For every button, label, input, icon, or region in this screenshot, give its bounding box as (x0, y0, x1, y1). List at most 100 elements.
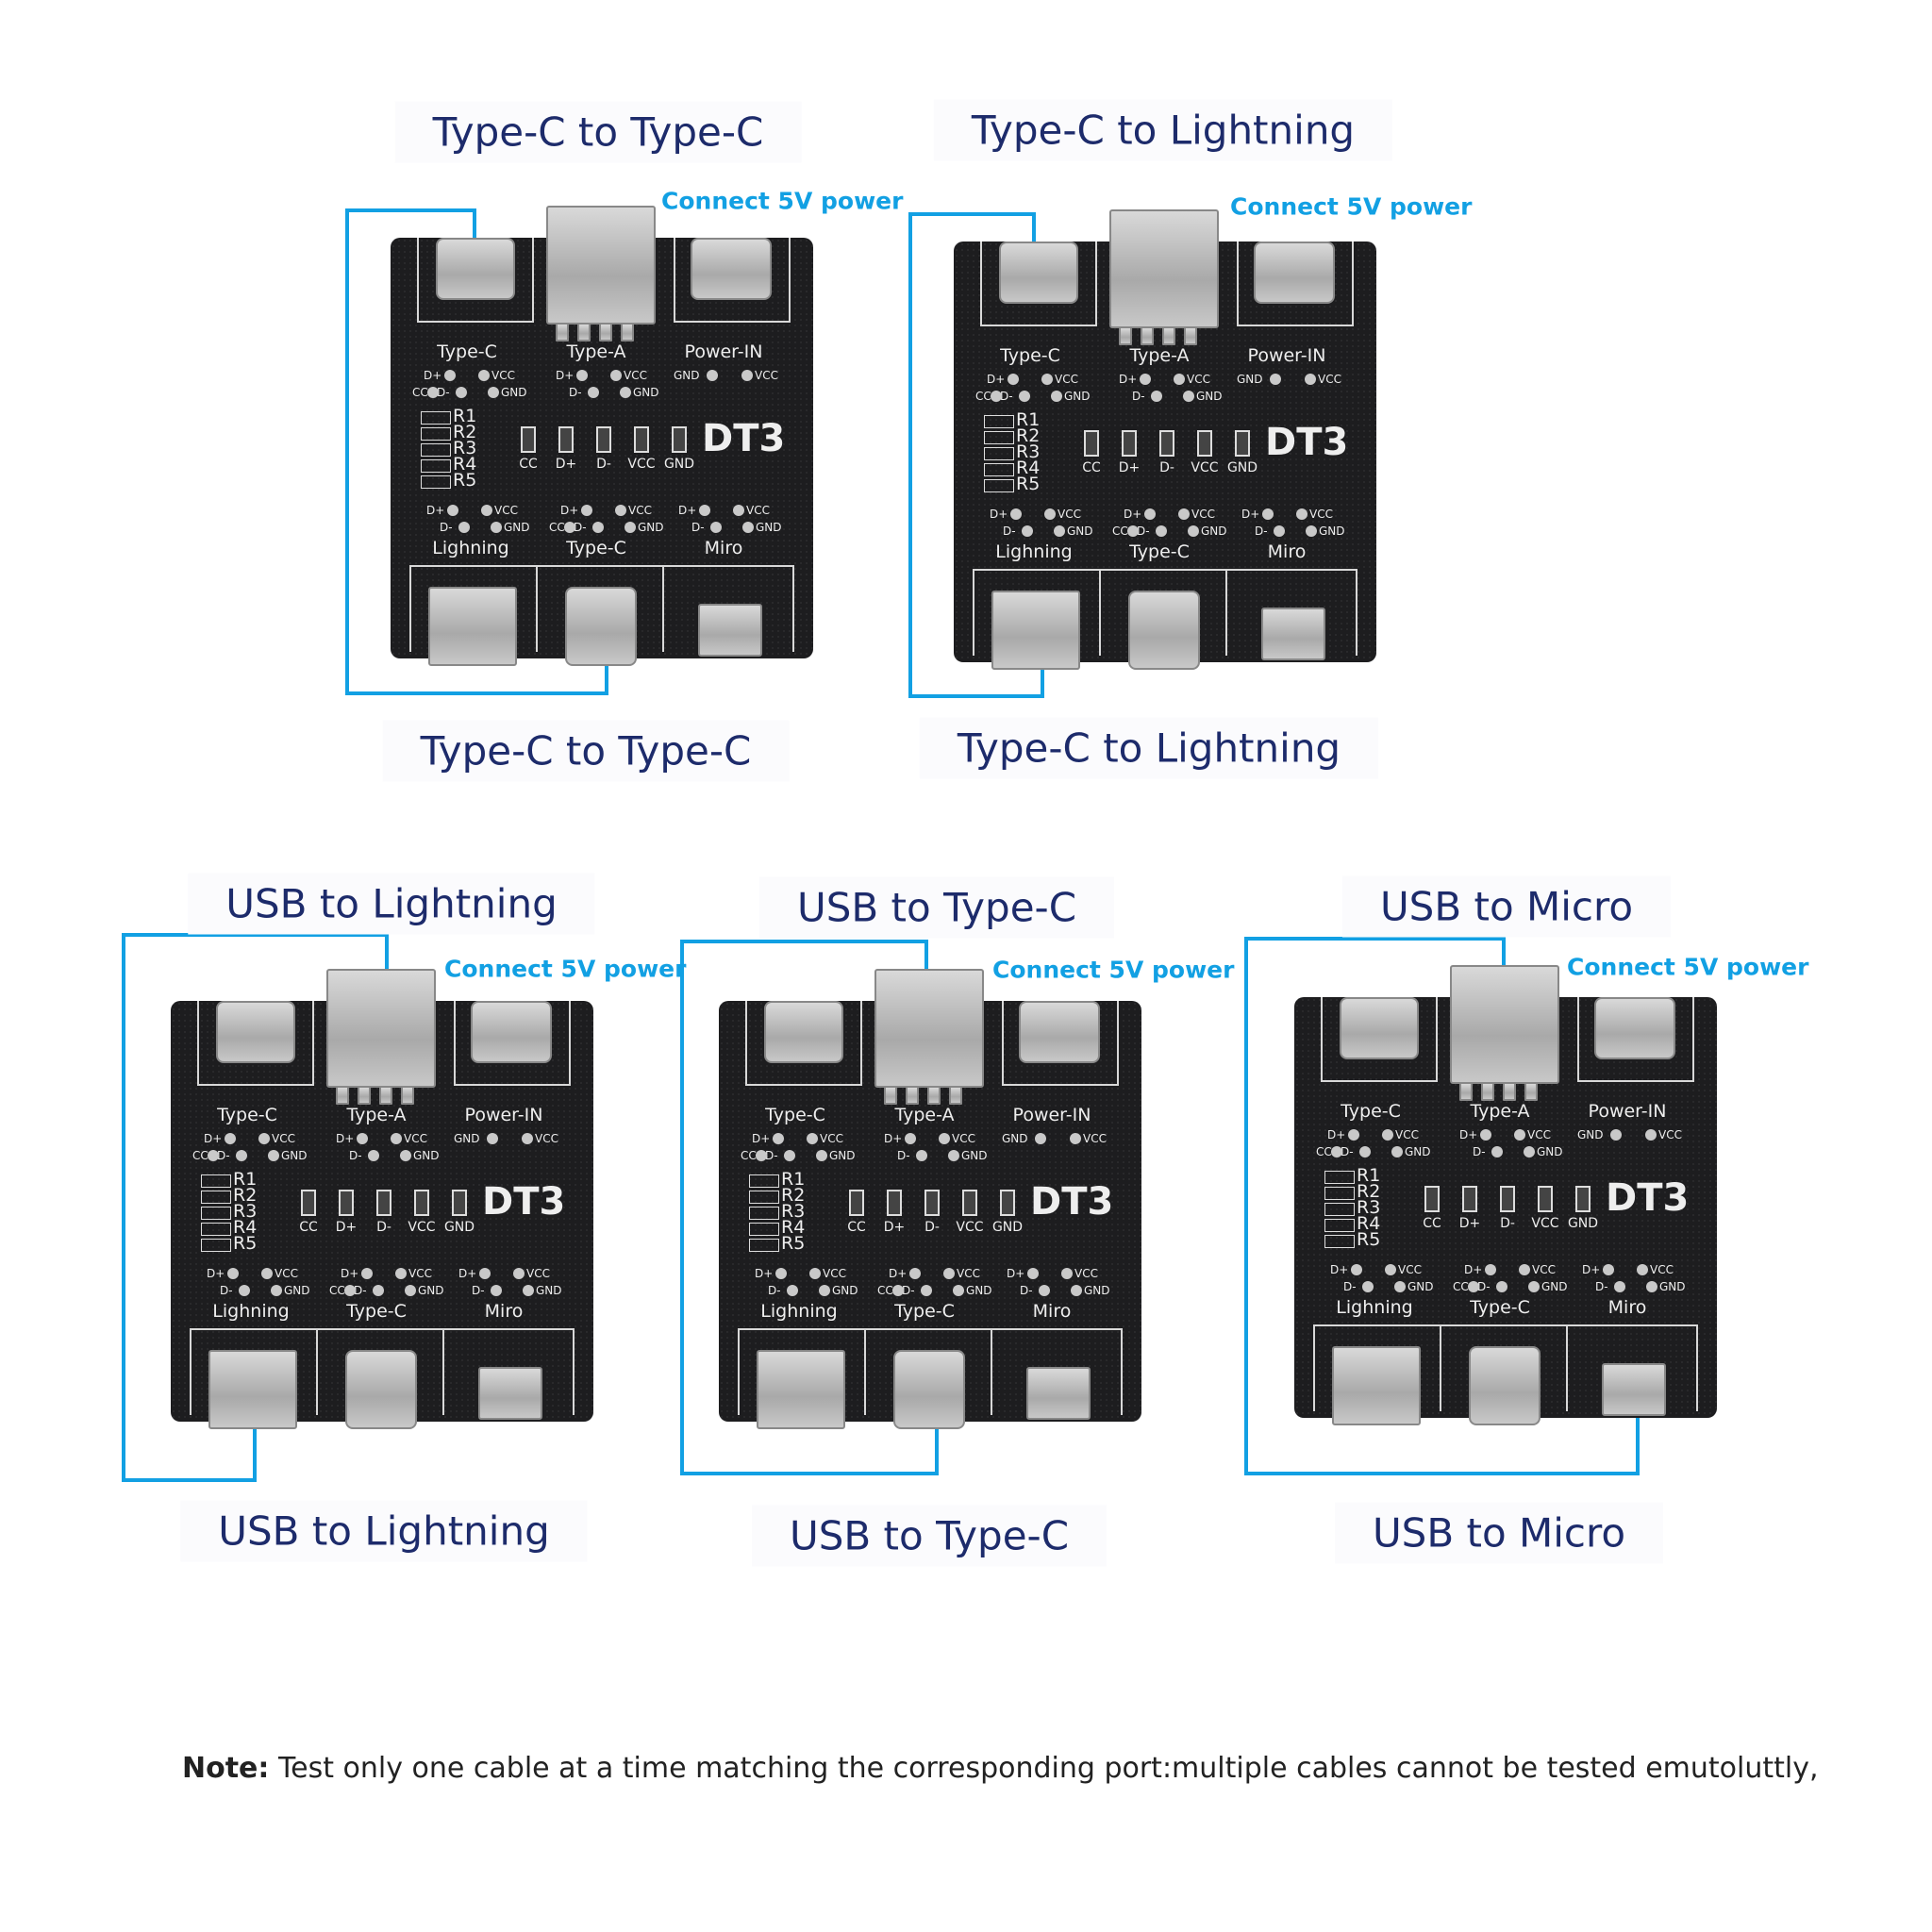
pin-pad (1528, 1281, 1540, 1292)
resistor-icon (421, 427, 451, 441)
resistor-label: R1 (1016, 409, 1041, 430)
led-icon (1197, 430, 1212, 457)
bracket-line (680, 940, 939, 1475)
usb-c-port-icon (1128, 591, 1200, 670)
pin-pad (1127, 525, 1139, 537)
top-port-label: Power-IN (1588, 1101, 1667, 1122)
pin-label-dminus: D- (1003, 525, 1016, 538)
pin-label-dplus: D+ (336, 1132, 355, 1145)
resistor-label: R5 (453, 470, 477, 491)
pin-pad (1468, 1281, 1479, 1292)
led-icon (849, 1190, 864, 1216)
resistor-icon (1324, 1219, 1355, 1232)
resistor-icon (421, 459, 451, 473)
port-frame (197, 1001, 314, 1086)
led-icon (301, 1190, 316, 1216)
pin-pad (491, 1285, 502, 1296)
resistor-label: R1 (233, 1169, 258, 1190)
usb-a-pin (884, 1086, 897, 1105)
led-label: VCC (408, 1220, 436, 1235)
usb-a-pin (1119, 326, 1132, 345)
led-label: GND (1567, 1216, 1599, 1231)
bottom-port-label: Miro (704, 538, 743, 558)
pin-label-gnd: GND (1405, 1145, 1431, 1158)
resistor-label: R3 (1016, 441, 1041, 462)
pin-label-vcc: VCC (1318, 373, 1341, 386)
usb-a-port-icon (1109, 209, 1219, 328)
resistor-icon (749, 1239, 779, 1252)
led-icon (376, 1190, 391, 1216)
led-icon (962, 1190, 977, 1216)
pin-label-dplus: D+ (1464, 1263, 1483, 1276)
pin-pad (1645, 1129, 1657, 1141)
bottom-port-label: Lighning (1336, 1297, 1413, 1318)
led-icon (1538, 1186, 1553, 1212)
pin-label-gnd: GND (454, 1132, 480, 1145)
resistor-icon (1324, 1235, 1355, 1248)
pin-pad (1603, 1264, 1614, 1275)
pin-label-vcc: VCC (491, 369, 515, 382)
micro-usb-port-icon (1026, 1367, 1091, 1420)
pin-pad (615, 505, 626, 516)
pin-label-dminus: D- (902, 1284, 915, 1297)
pin-label-dminus: D- (1595, 1280, 1608, 1293)
pin-pad (400, 1150, 411, 1161)
top-port-label: Power-IN (684, 341, 763, 362)
pin-pad (261, 1268, 273, 1279)
led-label: D+ (555, 457, 577, 472)
pin-label-gnd: GND (281, 1149, 308, 1162)
resistor-label: R2 (1357, 1181, 1381, 1202)
pin-label-cc: CC (1316, 1145, 1332, 1158)
led-label: VCC (1191, 460, 1219, 475)
pin-pad (1274, 525, 1285, 537)
port-frame (980, 242, 1097, 326)
bottom-port-label: Type-C (1470, 1297, 1530, 1318)
pin-pad (1646, 1281, 1657, 1292)
usb-a-port-icon (874, 969, 984, 1088)
pin-pad (1519, 1264, 1530, 1275)
pin-pad (1061, 1268, 1073, 1279)
led-icon (339, 1190, 354, 1216)
led-icon (1500, 1186, 1515, 1212)
pin-label-dplus: D+ (1330, 1263, 1349, 1276)
bracket-line (1244, 937, 1640, 1475)
pin-label-dplus: D+ (1459, 1128, 1478, 1141)
led-label: D- (376, 1220, 391, 1235)
resistor-label: R2 (453, 422, 477, 442)
resistor-label: R3 (233, 1201, 258, 1222)
usb-a-pin (1503, 1082, 1516, 1101)
pin-pad (1151, 391, 1162, 402)
top-port-label: Power-IN (1012, 1105, 1091, 1125)
resistor-icon (984, 431, 1014, 444)
pin-pad (784, 1150, 795, 1161)
pin-label-dplus: D+ (341, 1267, 359, 1280)
led-label: D+ (335, 1220, 358, 1235)
pin-pad (427, 387, 439, 398)
pin-pad (1178, 508, 1190, 520)
pin-label-dminus: D- (569, 386, 582, 399)
port-frame (442, 1328, 575, 1415)
pin-label-gnd: GND (284, 1284, 310, 1297)
pin-label-vcc: VCC (1187, 373, 1210, 386)
port-frame (1577, 997, 1694, 1082)
pin-label-gnd: GND (1002, 1132, 1028, 1145)
micro-usb-port-icon (698, 604, 762, 657)
pin-label-dplus: D+ (1327, 1128, 1346, 1141)
pin-label-gnd: GND (832, 1284, 858, 1297)
lightning-port-icon (991, 591, 1080, 670)
pin-pad (258, 1133, 270, 1144)
pin-label-gnd: GND (961, 1149, 988, 1162)
led-icon (1424, 1186, 1440, 1212)
pin-label-gnd: GND (1201, 525, 1227, 538)
pin-label-dminus: D- (472, 1284, 485, 1297)
micro-usb-port-icon (478, 1367, 542, 1420)
usb-c-port-icon (764, 1001, 843, 1063)
pin-label-dplus: D+ (1124, 508, 1142, 521)
pin-pad (1027, 1268, 1039, 1279)
pin-pad (1039, 1285, 1050, 1296)
pin-label-vcc: VCC (823, 1267, 846, 1280)
pin-pad (1610, 1129, 1622, 1141)
resistor-icon (749, 1174, 779, 1188)
board-model-label: DT3 (702, 417, 786, 460)
